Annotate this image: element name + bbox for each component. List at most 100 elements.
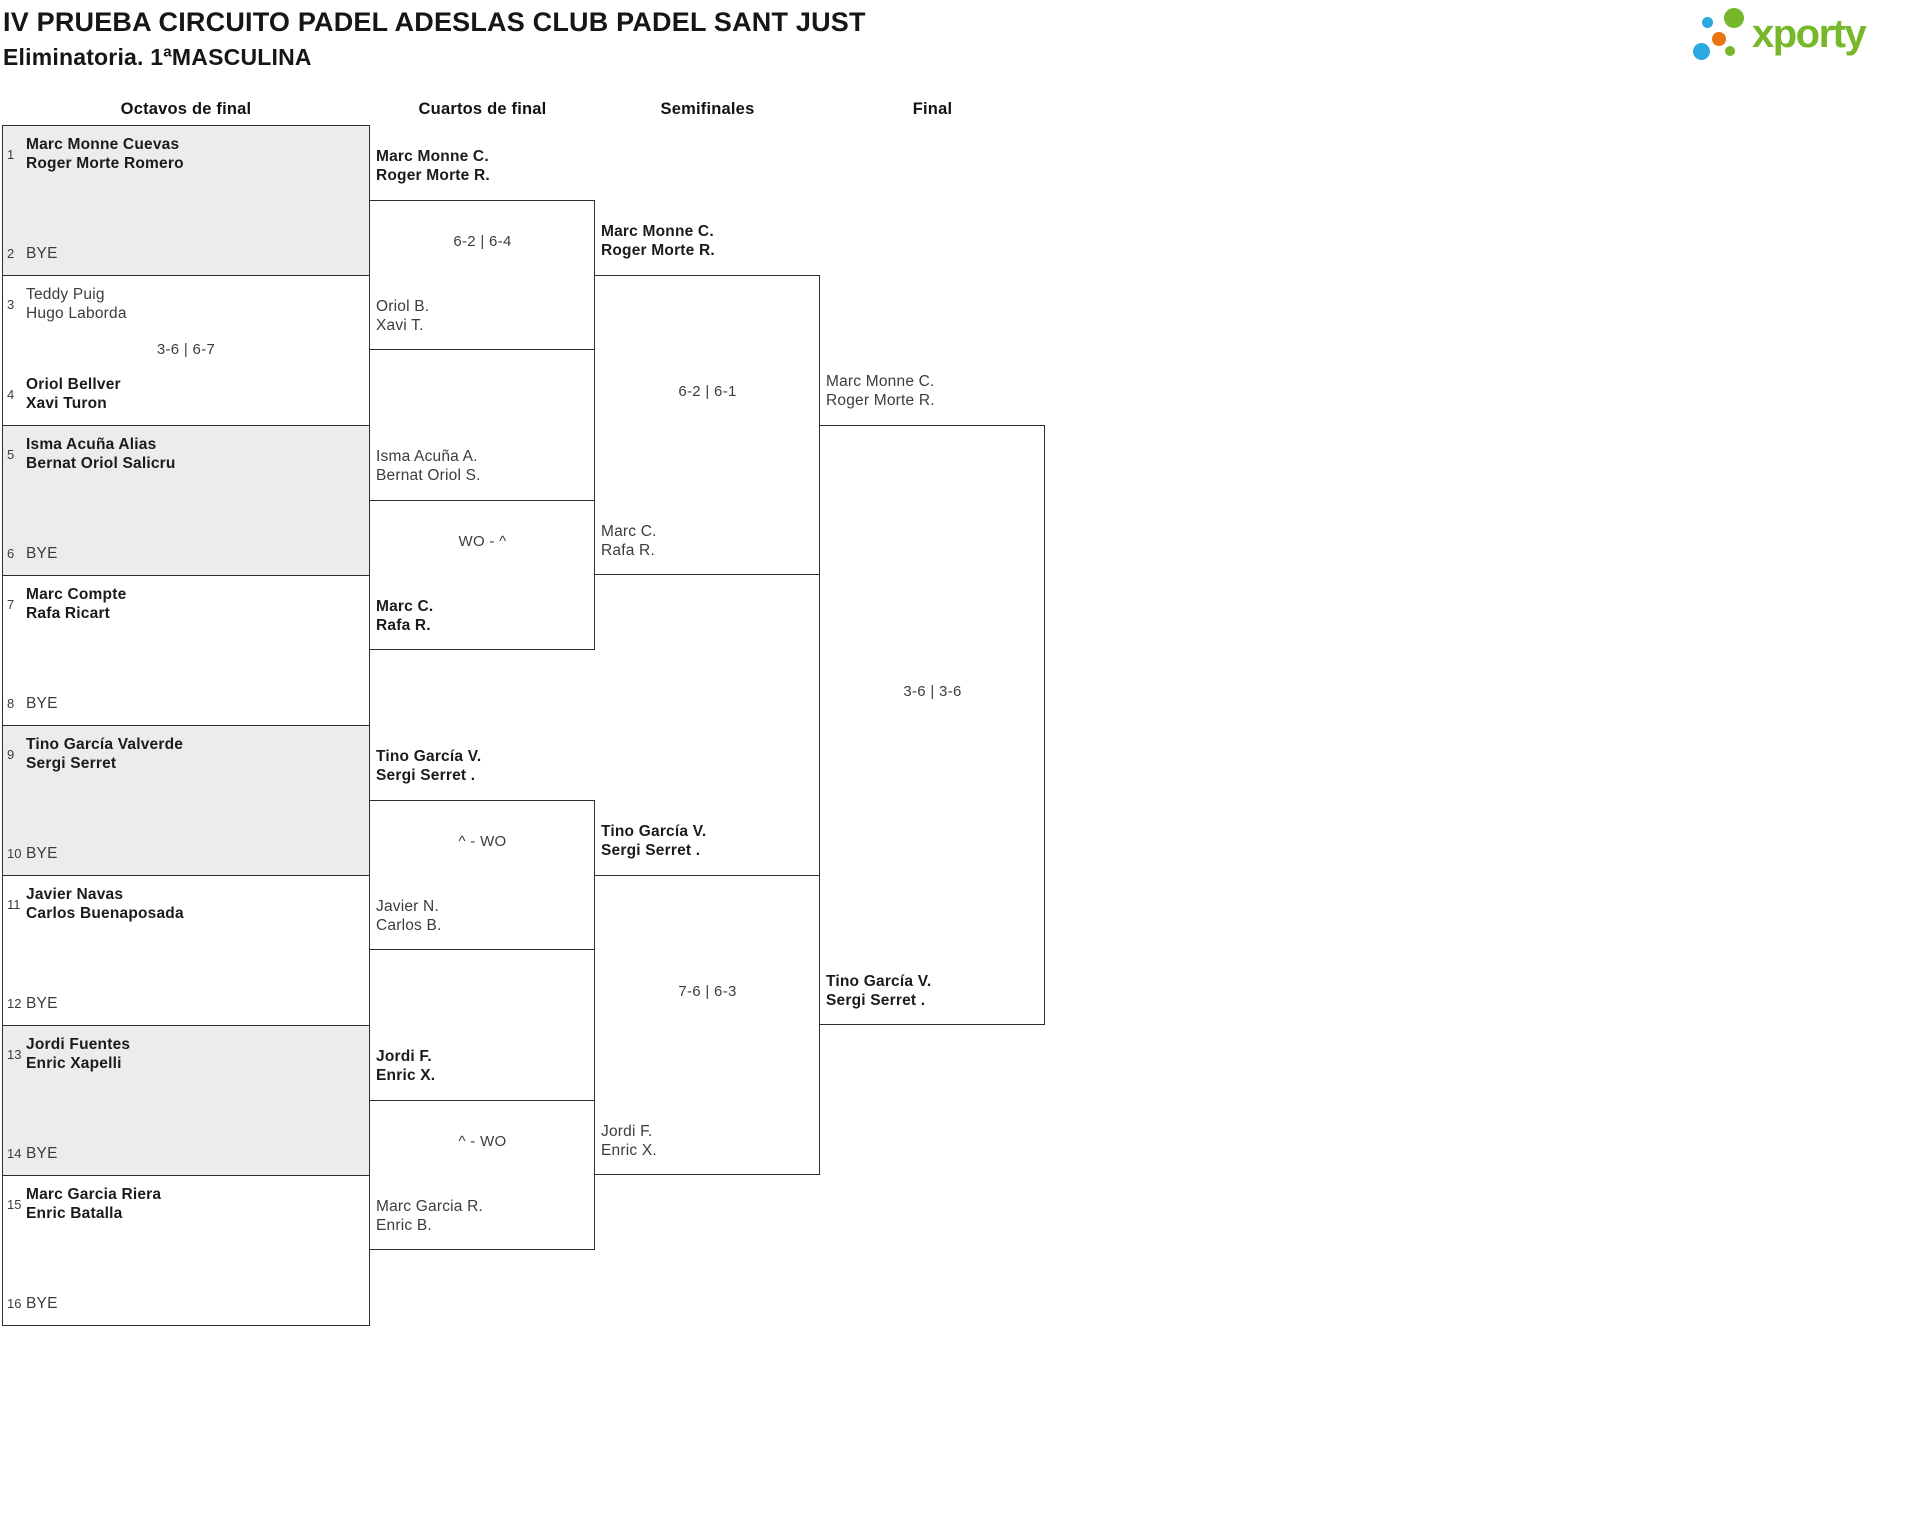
team-a: Tino García V.Sergi Serret . xyxy=(376,747,591,785)
page-subtitle: Eliminatoria. 1ªMASCULINA xyxy=(3,44,312,70)
match-score: 3-6 | 3-6 xyxy=(903,682,962,700)
team-name-line: Marc Monne C. xyxy=(826,373,935,390)
seed-number: 1 xyxy=(7,146,15,162)
seed-number: 7 xyxy=(7,596,15,612)
team-a: Marc Monne C.Roger Morte R. xyxy=(601,222,816,260)
team-name-line: BYE xyxy=(26,695,58,712)
team-names: Tino García V. Sergi Serret . xyxy=(601,822,706,860)
team-name-line: Enric B. xyxy=(376,1217,432,1234)
team-name-line: Marc Monne C. xyxy=(601,223,714,240)
seed-number: 6 xyxy=(7,546,15,561)
team-name-line: Enric X. xyxy=(376,1067,436,1084)
team-a: Marc Monne C.Roger Morte R. xyxy=(376,147,591,185)
team-name-line: BYE xyxy=(26,1295,58,1312)
team-name-line: Roger Morte Romero xyxy=(26,155,184,172)
team-names: Jordi F.Enric X. xyxy=(601,1122,657,1160)
team-name-line: Roger Morte R. xyxy=(376,167,490,184)
team-names: Tino García V.Sergi Serret . xyxy=(376,747,481,785)
team-name-line: BYE xyxy=(26,1145,58,1162)
team-name-line: Marc Compte xyxy=(26,586,127,603)
team-name-line: BYE xyxy=(26,245,58,262)
page-title: IV PRUEBA CIRCUITO PADEL ADESLAS CLUB PA… xyxy=(3,7,866,37)
team-a: Tino García V. Sergi Serret . xyxy=(601,822,816,860)
match-score: 3-6 | 6-7 xyxy=(156,340,216,358)
team-name-line: Marc C. xyxy=(601,523,657,540)
team-name-line: Rafa R. xyxy=(376,617,431,634)
team-name-line: Carlos B. xyxy=(376,917,442,934)
round-header: Final xyxy=(912,100,953,118)
team-name-line: Rafa R. xyxy=(601,542,655,559)
round-header: Semifinales xyxy=(660,100,755,118)
match-box xyxy=(369,1100,595,1250)
team-names: Oriol B.Xavi T. xyxy=(376,297,429,335)
team-names: BYE xyxy=(26,244,58,263)
team-b: 6 BYE xyxy=(7,544,365,563)
team-name-line: Javier Navas xyxy=(26,886,124,903)
team-b: Marc C. Rafa R. xyxy=(601,522,816,560)
logo-dot-icon xyxy=(1702,17,1713,28)
match-score: ^ - WO xyxy=(458,832,507,850)
match-box xyxy=(369,500,595,650)
team-name-line: Tino García V. xyxy=(376,748,482,765)
team-b: Tino García V.Sergi Serret . xyxy=(826,972,1041,1010)
match-box xyxy=(594,875,820,1175)
round-header: Octavos de final xyxy=(120,100,252,118)
team-names: Marc C. Rafa R. xyxy=(601,522,657,560)
team-name-line: Enric Batalla xyxy=(26,1205,123,1222)
team-name-line: Tino García V. xyxy=(601,823,707,840)
seed-number: 15 xyxy=(7,1196,22,1212)
team-name-line: Oriol B. xyxy=(376,298,430,315)
match-box xyxy=(2,725,370,876)
team-name-line: Sergi Serret . xyxy=(601,842,701,859)
team-names: BYE xyxy=(26,994,58,1013)
match-box xyxy=(2,1175,370,1326)
team-name-line: Sergi Serret . xyxy=(826,992,926,1009)
team-names: BYE xyxy=(26,1294,58,1313)
team-name-line: Oriol Bellver xyxy=(26,376,121,393)
team-name-line: Carlos Buenaposada xyxy=(26,905,184,922)
team-name-line: Jordi F. xyxy=(601,1123,653,1140)
match-score: ^ - WO xyxy=(458,1132,507,1150)
team-name-line: BYE xyxy=(26,545,58,562)
seed-number: 10 xyxy=(7,846,22,861)
team-b: Jordi F.Enric X. xyxy=(601,1122,816,1160)
team-names: BYE xyxy=(26,544,58,563)
match-score: 6-2 | 6-4 xyxy=(453,232,512,250)
team-name-line: Xavi Turon xyxy=(26,395,107,412)
match-box xyxy=(819,425,1045,1025)
match-box xyxy=(369,200,595,350)
logo-dot-icon xyxy=(1693,43,1710,60)
team-names: Marc Monne C.Roger Morte R. xyxy=(376,147,490,185)
logo-dot-icon xyxy=(1712,32,1726,46)
match-box xyxy=(369,800,595,950)
team-name-line: BYE xyxy=(26,995,58,1012)
team-b: Oriol B.Xavi T. xyxy=(376,297,591,335)
seed-number: 11 xyxy=(7,896,21,912)
team-name-line: BYE xyxy=(26,845,58,862)
team-name-line: Jordi F. xyxy=(376,1048,432,1065)
team-names: Jordi F. Enric X. xyxy=(376,1047,435,1085)
seed-number: 16 xyxy=(7,1296,22,1311)
team-name-line: Bernat Oriol Salicru xyxy=(26,455,176,472)
team-b: Javier N.Carlos B. xyxy=(376,897,591,935)
match-box xyxy=(594,275,820,575)
team-name-line: Sergi Serret xyxy=(26,755,117,772)
team-b: 16 BYE xyxy=(7,1294,365,1313)
team-names: Javier N.Carlos B. xyxy=(376,897,442,935)
match-score: 7-6 | 6-3 xyxy=(678,982,737,1000)
team-a: Jordi F. Enric X. xyxy=(376,1047,591,1085)
match-box xyxy=(2,1025,370,1176)
